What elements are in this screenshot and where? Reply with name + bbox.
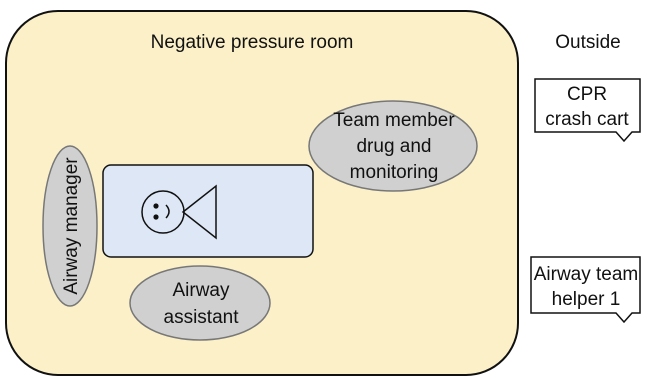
helper-outline bbox=[530, 256, 641, 324]
crash-cart-label-line2: crash cart bbox=[545, 109, 629, 130]
airway-assistant-position: Airway assistant bbox=[129, 265, 271, 341]
helper-box: Airway team helper 1 bbox=[530, 256, 641, 324]
team-member-label-line1: Team member bbox=[333, 110, 455, 131]
outside-label: Outside bbox=[555, 32, 620, 53]
crash-cart-outline bbox=[534, 78, 641, 143]
team-member-position: Team member drug and monitoring bbox=[308, 100, 478, 192]
airway-manager-ellipse bbox=[42, 145, 98, 307]
patient-bed bbox=[102, 164, 314, 258]
airway-assistant-label-line1: Airway bbox=[172, 280, 230, 301]
helper-label-line2: helper 1 bbox=[552, 289, 621, 310]
bed-rect bbox=[102, 164, 314, 258]
airway-assistant-label-line2: assistant bbox=[164, 307, 240, 328]
airway-manager-position: Airway manager bbox=[42, 145, 98, 307]
crash-cart-label-line1: CPR bbox=[567, 84, 607, 105]
airway-assistant-ellipse bbox=[129, 265, 271, 341]
room-title: Negative pressure room bbox=[151, 32, 354, 53]
crash-cart-box: CPR crash cart bbox=[534, 78, 641, 143]
helper-label-line1: Airway team bbox=[534, 264, 639, 285]
team-member-label-line3: monitoring bbox=[350, 162, 439, 183]
airway-manager-label: Airway manager bbox=[61, 157, 82, 295]
team-member-ellipse bbox=[308, 100, 478, 192]
patient-head-icon bbox=[141, 184, 217, 240]
team-member-label-line2: drug and bbox=[356, 136, 431, 157]
